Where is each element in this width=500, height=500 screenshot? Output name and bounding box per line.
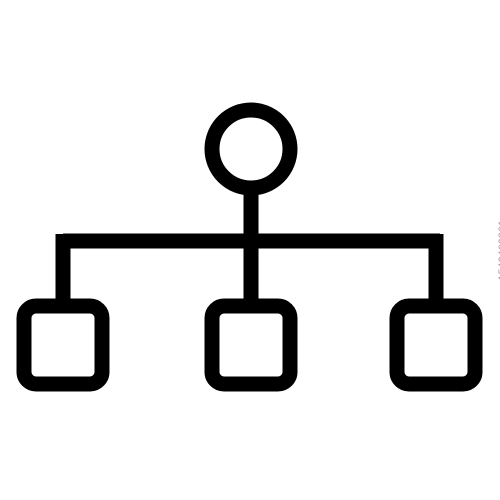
center-child-node (204, 298, 298, 392)
right-child-node (389, 298, 483, 392)
left-child-node (16, 298, 110, 392)
root-node-circle (204, 102, 298, 196)
